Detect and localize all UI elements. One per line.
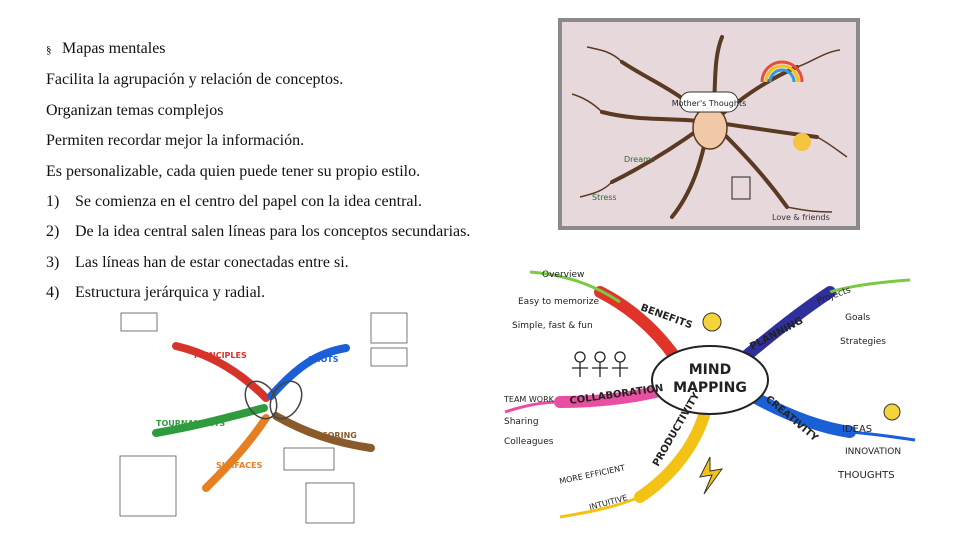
- numbered-item: 2) De la idea central salen líneas para …: [46, 217, 546, 247]
- item-number: 3): [46, 253, 60, 271]
- statement: Facilita la agrupación y relación de con…: [46, 71, 344, 89]
- item-text: Estructura jerárquica y radial.: [75, 284, 266, 302]
- branch-label: TOURNAMENTS: [156, 419, 225, 428]
- idea-bulb-icon: [883, 403, 901, 421]
- branch-label: Dreams: [624, 155, 655, 164]
- bullet-item: § Mapas mentales: [46, 34, 546, 65]
- slide-text: § Mapas mentales Facilita la agrupación …: [46, 34, 546, 309]
- bullet-title: Mapas mentales: [62, 40, 166, 57]
- item-number: 2): [46, 223, 60, 241]
- numbered-item: 4) Estructura jerárquica y radial.: [46, 278, 546, 308]
- branch-label: Stress: [592, 193, 617, 202]
- statement: Es personalizable, cada quien puede tene…: [46, 162, 421, 180]
- team-people-icon: [572, 351, 628, 377]
- sub-label: MORE EFFICIENT: [559, 463, 626, 486]
- item-text: De la idea central salen líneas para los…: [75, 223, 471, 241]
- central-label: Mother's Thoughts: [672, 99, 747, 108]
- item-number: 4): [46, 284, 60, 302]
- bullet-square-icon: §: [46, 44, 52, 56]
- sub-label: IDEAS: [842, 424, 872, 435]
- mind-mapping-image: MIND MAPPING BENEFITS Overview Easy to m…: [500, 262, 920, 522]
- sub-label: INTUITIVE: [588, 493, 628, 512]
- branch-label: SHOTS: [308, 355, 339, 364]
- numbered-item: 1) Se comienza en el centro del papel co…: [46, 187, 546, 217]
- branch-label: PRINCIPLES: [194, 351, 247, 360]
- branch-label: PLANNING: [748, 315, 805, 352]
- item-text: Se comienza en el centro del papel con l…: [75, 193, 422, 211]
- tennis-mindmap-image: PRINCIPLES SHOTS TOURNAMENTS SURFACES SC…: [116, 308, 416, 534]
- mind-mapping-illustration: MIND MAPPING BENEFITS Overview Easy to m…: [503, 270, 916, 519]
- central-label-line1: MIND: [689, 362, 731, 378]
- sub-label: Colleagues: [504, 437, 554, 447]
- item-number: 1): [46, 193, 60, 211]
- item-text: Las líneas han de estar conectadas entre…: [75, 253, 349, 271]
- sub-label: TEAM WORK: [503, 395, 555, 404]
- tennis-mindmap-illustration: PRINCIPLES SHOTS TOURNAMENTS SURFACES SC…: [119, 312, 408, 524]
- branch-label: SURFACES: [216, 461, 262, 470]
- central-label-line2: MAPPING: [673, 380, 747, 396]
- numbered-item: 3) Las líneas han de estar conectadas en…: [46, 248, 546, 278]
- sub-label: INNOVATION: [845, 447, 901, 457]
- sub-label: Easy to memorize: [518, 297, 599, 307]
- sub-label: THOUGHTS: [837, 470, 895, 481]
- statement: Permiten recordar mejor la información.: [46, 132, 305, 150]
- sub-label: Overview: [542, 270, 584, 280]
- branch-label: Love & friends: [772, 213, 830, 222]
- sub-label: Goals: [845, 313, 870, 323]
- sub-label: Simple, fast & fun: [512, 321, 593, 331]
- sub-label: Sharing: [504, 417, 539, 427]
- statement: Organizan temas complejos: [46, 101, 224, 119]
- lightning-icon: [699, 456, 724, 495]
- drawing-mindmap-image: Mother's Thoughts Dreams Stress Love & f…: [558, 18, 860, 230]
- sub-label: Strategies: [840, 337, 886, 347]
- branch-label: SCORING: [316, 431, 357, 440]
- drawing-mindmap-illustration: Mother's Thoughts Dreams Stress Love & f…: [571, 35, 848, 222]
